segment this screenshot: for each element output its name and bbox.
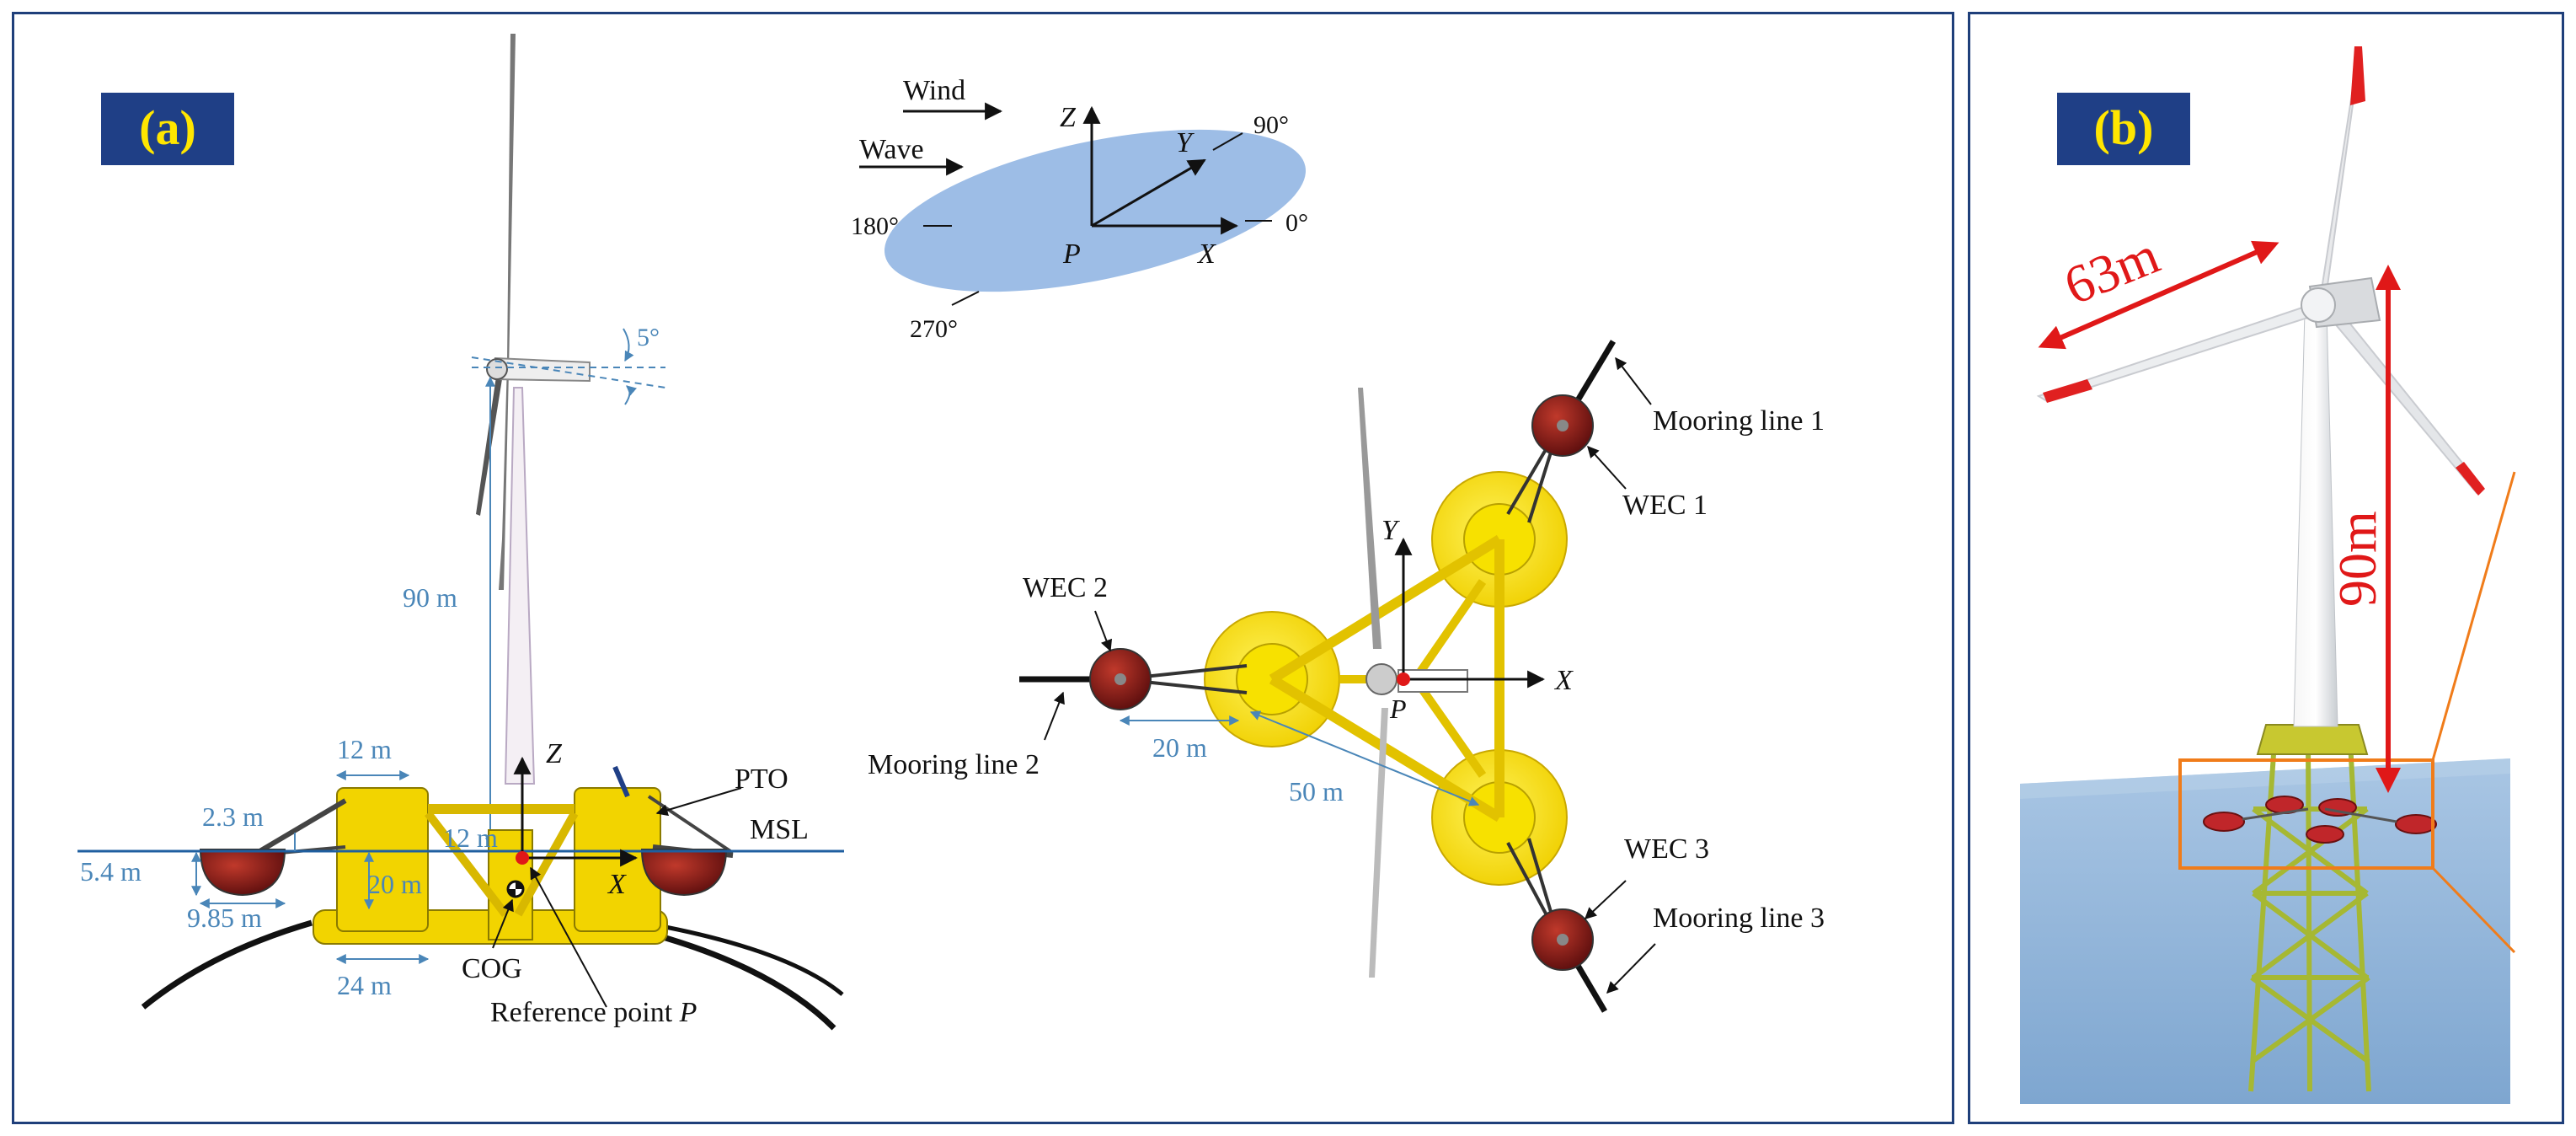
legend-y-axis [1091,158,1206,228]
wec-1-label: WEC 1 [1622,490,1708,521]
legend-x-label: X [1196,238,1216,270]
direction-ellipse [884,129,1307,292]
deg-270-label: 270° [910,315,958,343]
render-view: 63m 90m [2020,46,2516,1104]
top-view: Y X P 20 m 50 m Mooring line 1 WEC 1 WEC… [868,340,1825,1013]
reference-point-dot [516,851,529,865]
side-view: 5° 90 m MSL Z X [77,34,844,1031]
side-x-label: X [607,869,627,900]
legend-z-label: Z [1060,102,1077,133]
transition-piece [2256,724,2369,755]
wec-left [199,849,286,897]
pto-callout [655,787,742,817]
wind-label: Wind [903,75,965,106]
leader-line-bottom [2431,866,2516,954]
panel-b-badge: (b) [2057,93,2190,165]
render-hub-height-label: 90m [2327,511,2387,607]
hub-height-label: 90 m [403,582,457,613]
wave-label: Wave [859,134,924,165]
deg-0-label: 0° [1285,209,1308,237]
rotor-radius-arrow [2038,240,2279,350]
direction-legend: Wind Wave Z Y X P 90° 180° 0° 270° [851,75,1308,343]
msl-label: MSL [750,814,809,845]
render-hub [2301,287,2336,323]
mooring-2-label: Mooring line 2 [868,749,1039,780]
sea-surface [2020,758,2510,1104]
top-brace-1 [1269,534,1503,684]
cog-callout [492,898,514,949]
side-z-label: Z [546,738,563,769]
column-width-label: 12 m [337,734,392,764]
tilt-angle-line [471,356,666,388]
tower [504,387,536,785]
column-spacing-dim [1249,710,1480,806]
deg-90-label: 90° [1253,111,1289,139]
top-x-label: X [1553,665,1574,696]
freeboard-label: 12 m [443,823,498,853]
tilt-angle-label: 5° [637,324,660,351]
wec-2-label: WEC 2 [1023,572,1108,603]
cog-label: COG [462,953,522,984]
top-blade-upper [1358,388,1382,649]
top-y-label: Y [1382,515,1400,546]
base-width-label: 24 m [337,970,392,1000]
mooring-line-left [141,919,313,1010]
tilt-arc-upper [623,328,634,362]
mooring-line-right-2 [665,924,844,996]
wec-offset-label: 20 m [1152,732,1207,763]
pto-arm-left [251,798,347,858]
mooring-3-label: Mooring line 3 [1653,903,1825,934]
rotor-blade-lower [476,371,502,516]
legend-origin-label: P [1062,238,1081,270]
highlight-box [2178,758,2434,870]
mooring-line-right [656,932,836,1031]
ref-point-callout [530,866,607,1008]
pto-device [612,765,630,798]
wec-spacing-label: 9.85 m [187,903,262,933]
column-center [488,829,533,940]
top-hub [1365,663,1398,695]
panel-a-badge: (a) [101,93,234,165]
pto-label: PTO [735,764,788,795]
column-spacing-label: 50 m [1289,776,1344,806]
brace-diag-left [425,810,509,918]
rotor-blade-upper [499,34,516,590]
tilt-arc-lower [624,385,638,405]
draft-label: 20 m [367,869,422,899]
leader-line-top [2431,471,2516,761]
legend-y-label: Y [1176,127,1194,158]
brace-diag-right [514,811,579,917]
ref-point-label: Reference point P [490,997,697,1028]
wec-3-label: WEC 3 [1624,833,1709,865]
rotor-radius-label: 63m [2056,225,2167,316]
column-left [336,787,429,932]
mooring-1-label: Mooring line 1 [1653,405,1825,437]
wec-draft-label: 5.4 m [80,856,142,887]
top-reference-point [1397,672,1410,686]
wec-height-label: 2.3 m [202,801,264,832]
top-origin-label: P [1389,694,1407,724]
render-wecs [2203,796,2437,844]
render-blade-right [2323,303,2485,495]
deg-180-label: 180° [851,212,899,240]
hub [486,358,508,380]
wec-right [640,849,728,897]
nacelle [494,356,591,383]
